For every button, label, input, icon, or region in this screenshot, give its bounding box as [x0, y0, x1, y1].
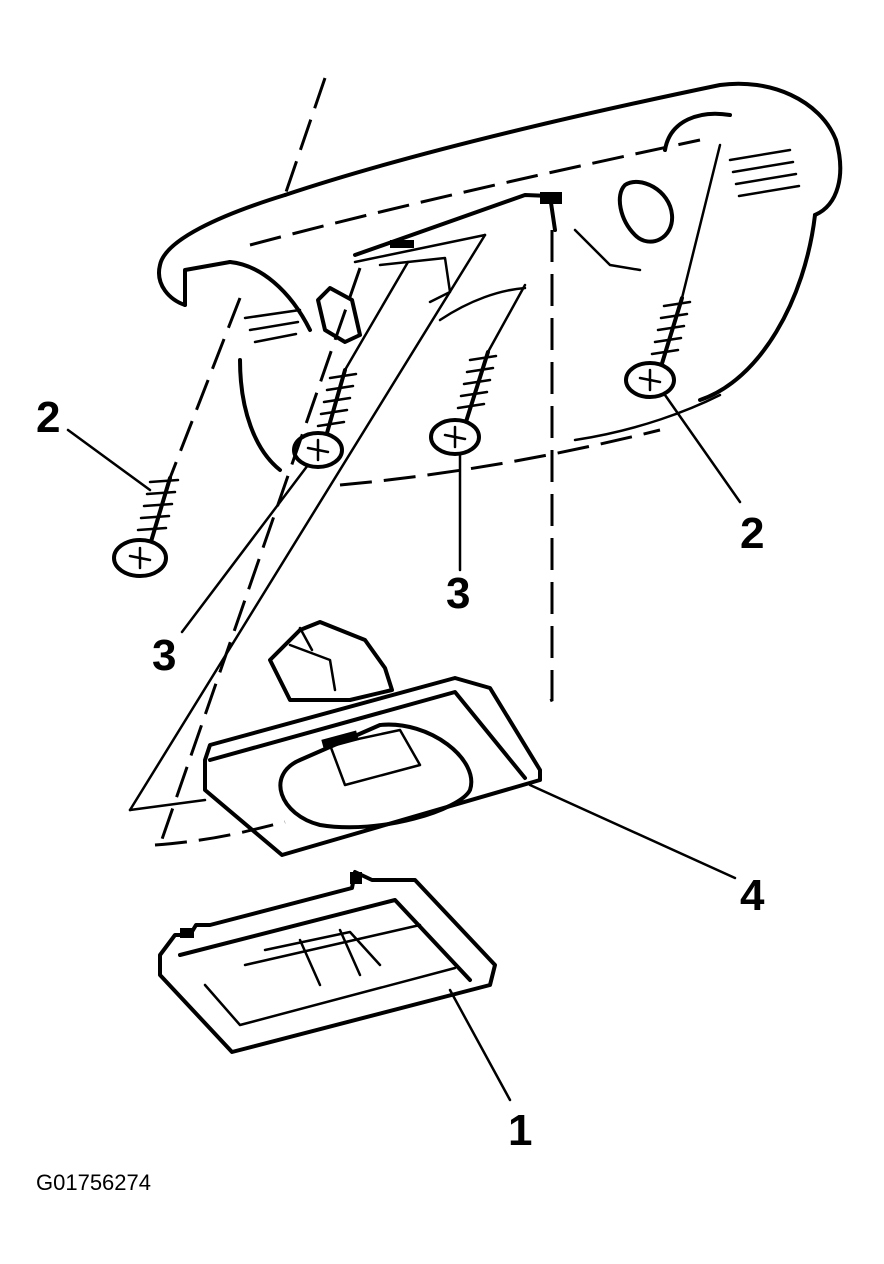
- screw-right-2-threads: [650, 300, 692, 356]
- align-right-2: [680, 143, 722, 300]
- housing-left-lip: [183, 260, 232, 307]
- housing-inner-rim: [249, 138, 701, 247]
- screw-mid-3-shank-edge: [463, 350, 490, 427]
- leader-3-left: [180, 463, 310, 634]
- right-oval-opening: [617, 179, 675, 244]
- right-boss: [663, 111, 732, 152]
- callout-3-left: 3: [152, 631, 176, 680]
- lamp-bezel-inner-edge: [208, 690, 527, 780]
- housing-right-side: [698, 213, 817, 402]
- center-clip: [438, 286, 527, 322]
- right-boss-ribs: [728, 148, 801, 198]
- leader-2-left: [66, 428, 152, 492]
- housing-bottom-edge: [339, 428, 661, 487]
- lamp-lens-recess: [278, 722, 474, 830]
- align-left-2: [168, 297, 242, 479]
- lens-tab-right: [350, 872, 362, 884]
- screw-left-2-cross-icon: [128, 546, 152, 570]
- screw-left-3-cross-icon: [306, 438, 330, 462]
- lens-1: [158, 870, 497, 1054]
- screw-left-3-shank-edge: [323, 368, 347, 442]
- callout-1: 1: [508, 1106, 532, 1155]
- center-recess: [353, 193, 557, 257]
- lamp-bulb-holder: [328, 728, 422, 787]
- screw-right-2-cross-icon: [638, 368, 662, 392]
- right-rib: [573, 228, 642, 272]
- lamp-assembly-4: [128, 230, 554, 857]
- callout-2-left: 2: [36, 393, 60, 442]
- center-clip-slot: [540, 192, 562, 204]
- lamp-clip: [321, 730, 359, 750]
- screw-left-2-threads: [136, 478, 180, 532]
- alignment-lines: [168, 143, 722, 479]
- housing-lower-curve: [573, 393, 722, 442]
- housing-left-skirt: [238, 358, 282, 472]
- callout-4: 4: [740, 871, 765, 920]
- leader-4: [528, 783, 737, 880]
- lamp-bezel: [203, 676, 542, 857]
- leader-1: [448, 988, 512, 1102]
- lens-tab-left: [180, 928, 194, 938]
- triangle-bottom-line: [128, 798, 207, 812]
- screw-mid-3: [429, 350, 498, 456]
- lamp-guide-dashed: [158, 267, 362, 846]
- center-slot: [390, 240, 414, 248]
- left-boss: [228, 260, 312, 332]
- align-left-3: [343, 260, 410, 372]
- screw-right-2: [624, 296, 692, 399]
- callout-2-right: 2: [740, 509, 764, 558]
- left-boss-ribs: [243, 308, 302, 344]
- leader-2-right: [663, 393, 742, 504]
- lens-outline: [158, 870, 497, 1054]
- lamp-socket-housing: [268, 620, 394, 702]
- housing-top-edge: [283, 81, 843, 217]
- image-code: G01756274: [36, 1170, 151, 1195]
- screw-left-2-shank-edge: [148, 476, 172, 547]
- leader-lines: [66, 393, 742, 1102]
- screw-mid-3-threads: [456, 354, 498, 410]
- lamp-socket-detail: [288, 626, 337, 692]
- left-tab: [316, 286, 362, 344]
- screw-left-2: [112, 476, 180, 578]
- screw-left-3: [292, 368, 358, 469]
- console-housing: [157, 77, 843, 487]
- triangle-top-line: [353, 233, 487, 264]
- triangle-left-line: [128, 233, 487, 812]
- screw-right-2-shank-edge: [658, 296, 684, 372]
- lamp-shadow-line: [154, 820, 286, 847]
- callout-3-mid: 3: [446, 569, 470, 618]
- screw-mid-3-cross-icon: [443, 425, 467, 449]
- lamp-drop-line: [539, 230, 554, 707]
- lens-inner-edge: [178, 898, 472, 982]
- lens-center-detail: [298, 928, 362, 987]
- housing-centerline: [283, 77, 327, 196]
- center-recess-detail: [378, 256, 452, 304]
- housing-left-edge: [157, 193, 287, 307]
- align-mid-3: [486, 283, 527, 354]
- screw-left-3-threads: [316, 372, 358, 428]
- lens-ribs: [203, 923, 457, 1027]
